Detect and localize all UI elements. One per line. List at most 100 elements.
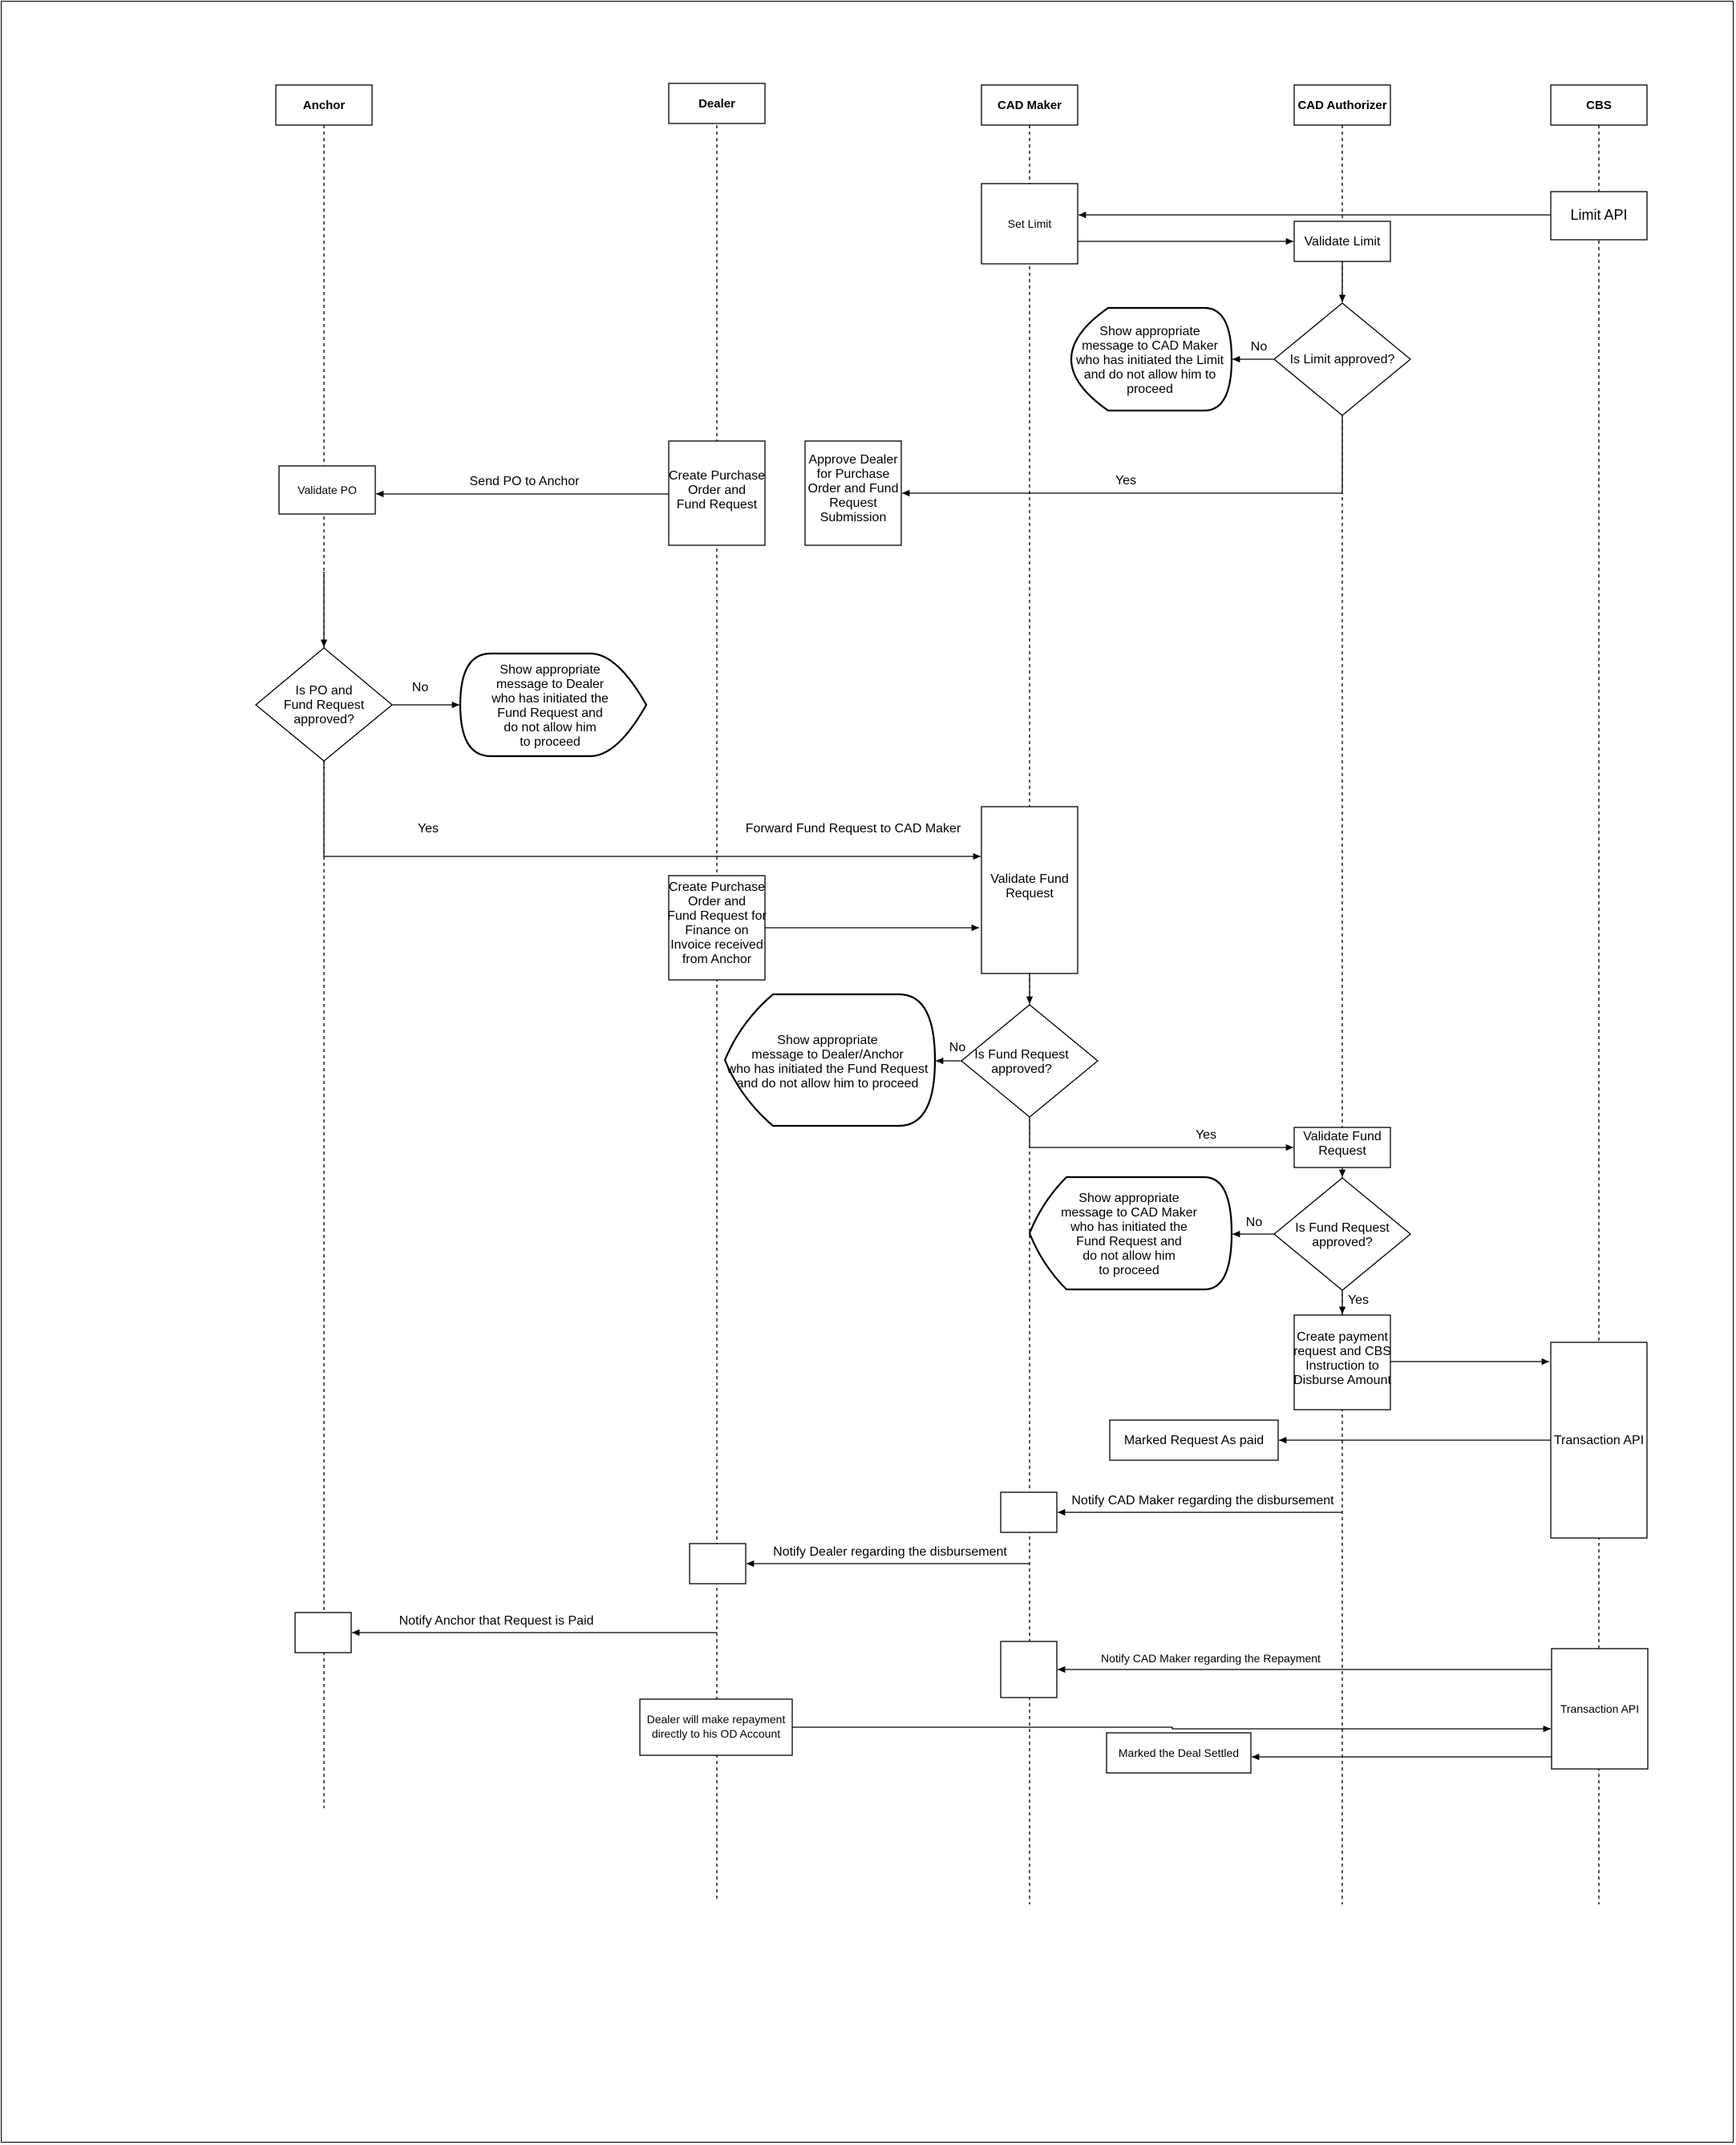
- label-line: Validate Fund: [1303, 1130, 1382, 1143]
- edge-po-yes: Yes: [418, 822, 439, 836]
- label-line: Request: [1006, 887, 1054, 900]
- validate-po-label: Validate PO: [297, 484, 357, 496]
- label-line: Is Limit approved?: [1290, 353, 1395, 366]
- label-line: Create Purchase: [669, 469, 765, 483]
- validate-fund-maker-box: [981, 806, 1078, 974]
- edge-notify-maker-repay: Notify CAD Maker regarding the Repayment: [1101, 1652, 1321, 1665]
- label-line: Is PO and: [295, 684, 352, 698]
- label-line: Show appropriate: [500, 663, 601, 677]
- label-line: do not allow him: [504, 721, 597, 735]
- label-line: approved?: [991, 1062, 1052, 1076]
- label-line: Finance on: [685, 924, 748, 937]
- label-line: message to Dealer: [496, 678, 605, 691]
- create-po-finance-box: [668, 875, 766, 981]
- label-line: Show appropriate: [1078, 1192, 1180, 1205]
- label-line: Fund Request: [677, 498, 758, 512]
- label-line: and do not allow him to proceed: [737, 1077, 919, 1091]
- marked-paid-label: Marked Request As paid: [1124, 1434, 1264, 1447]
- label-line: to proceed: [1099, 1264, 1159, 1277]
- edge-fund-maker-no: No: [949, 1041, 966, 1054]
- label-line: Submission: [820, 511, 887, 524]
- create-po-box: [668, 440, 766, 546]
- edge-po-no: No: [412, 681, 429, 694]
- limit-api-label: Limit API: [1570, 207, 1627, 223]
- label-line: and do not allow him to: [1084, 368, 1216, 382]
- edge-forward-fund: Forward Fund Request to CAD Maker: [746, 822, 961, 836]
- transaction-api-2-box: [1551, 1648, 1649, 1770]
- maker-disb-activation: [1000, 1491, 1058, 1533]
- transaction-api-1-box: [1550, 1342, 1648, 1539]
- label-line: Order and Fund: [808, 482, 899, 496]
- marked-settled-box: [1106, 1732, 1252, 1774]
- maker-repay-activation: [1000, 1641, 1058, 1698]
- label-line: approved?: [293, 713, 354, 726]
- label-line: for Purchase: [817, 467, 890, 481]
- label-line: who has initiated the Limit: [1075, 354, 1224, 367]
- label-line: Request: [1318, 1144, 1366, 1158]
- approve-dealer-box: [804, 440, 902, 546]
- lane-label-cbs: CBS: [1586, 99, 1612, 112]
- create-payment-box: [1293, 1314, 1391, 1410]
- label-line: Approve Dealer: [808, 453, 898, 467]
- lane-label-cad-maker: CAD Maker: [997, 99, 1062, 112]
- label-line: who has initiated the: [491, 692, 609, 706]
- edge-fund-auth-yes: Yes: [1348, 1293, 1369, 1307]
- edge-fund-maker-yes: Yes: [1196, 1128, 1216, 1142]
- label-line: Fund Request: [284, 698, 365, 712]
- label-line: message to CAD Maker: [1061, 1206, 1198, 1220]
- label-line: request and CBS: [1293, 1345, 1391, 1358]
- marked-settled-label: Marked the Deal Settled: [1119, 1746, 1239, 1759]
- lane-header-dealer: [668, 83, 766, 124]
- label-line: Dealer will make repayment: [647, 1713, 786, 1726]
- label-line: Create payment: [1297, 1330, 1388, 1344]
- lane-header-cbs: [1550, 84, 1648, 126]
- set-limit-box: [981, 183, 1078, 265]
- edge-limit-yes: Yes: [1115, 474, 1136, 488]
- lane-label-dealer: Dealer: [698, 97, 735, 111]
- label-line: Order and: [688, 895, 746, 909]
- edge-fund-auth-no: No: [1246, 1216, 1263, 1229]
- dealer-disb-activation: [689, 1543, 747, 1584]
- lane-header-anchor: [275, 84, 373, 126]
- label-line: directly to his OD Account: [652, 1727, 780, 1740]
- limit-reject-message: [1070, 306, 1233, 412]
- label-line: who has initiated the: [1070, 1220, 1188, 1234]
- arrow-repayment-to-cbs: [792, 1725, 1551, 1733]
- lane-header-cad-maker: [981, 84, 1078, 126]
- arrow-forward-fund: [323, 761, 981, 860]
- label-line: Order and: [688, 484, 746, 497]
- dealer-repayment-box: [639, 1698, 793, 1756]
- set-limit-label: Set Limit: [1008, 217, 1052, 230]
- limit-approved-label: Is Limit approved?: [1290, 353, 1395, 366]
- edge-send-po: Send PO to Anchor: [470, 475, 581, 488]
- label-line: proceed: [1127, 382, 1173, 396]
- lane-header-cad-authorizer: [1293, 84, 1391, 126]
- label-line: to proceed: [520, 735, 581, 749]
- lane-label-cad-authorizer: CAD Authorizer: [1297, 99, 1386, 112]
- fund-reject-maker-message: [723, 993, 937, 1127]
- marked-paid-box: [1109, 1419, 1279, 1461]
- label-line: Show appropriate: [777, 1034, 878, 1047]
- label-line: Create Purchase: [669, 880, 765, 894]
- label-line: who has initiated the Fund Request: [726, 1062, 929, 1076]
- edge-limit-no: No: [1251, 340, 1268, 354]
- label-line: Fund Request and: [497, 706, 603, 720]
- label-line: Instruction to: [1305, 1359, 1379, 1373]
- label-line: Is Fund Request: [1295, 1221, 1390, 1235]
- limit-api-box: [1550, 191, 1648, 241]
- label-line: Invoice received: [670, 938, 763, 952]
- label-line: do not allow him: [1082, 1249, 1176, 1263]
- edge-notify-dealer-disb: Notify Dealer regarding the disbursement: [773, 1545, 1007, 1559]
- po-reject-message: [459, 652, 648, 758]
